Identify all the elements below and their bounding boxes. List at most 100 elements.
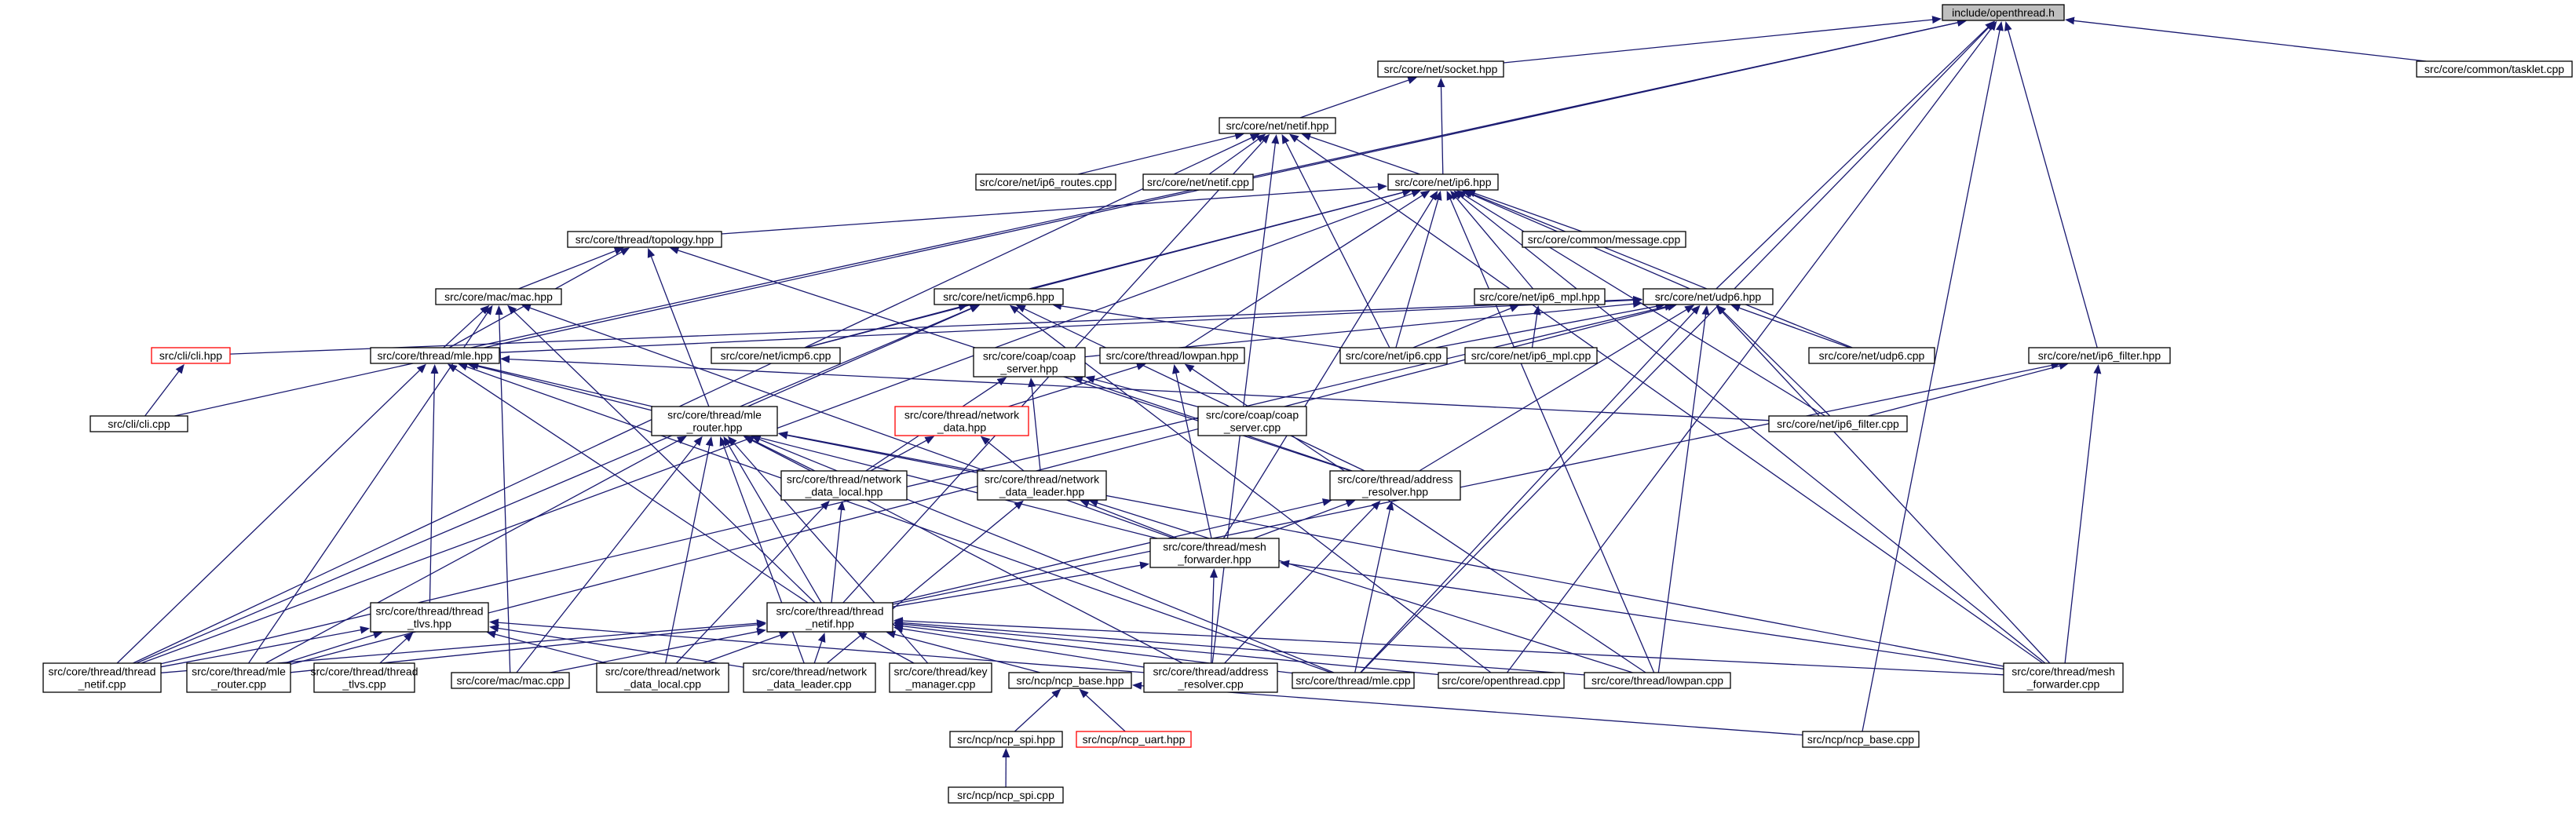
edge-mesh_forwarder_cpp-to-ip6_filter_hpp (2064, 363, 2102, 664)
node-coap-server-hpp[interactable]: src/core/coap/coap_server.hpp (973, 347, 1086, 378)
node-cli-hpp[interactable]: src/cli/cli.hpp (151, 347, 231, 364)
edge-ncp_base_cpp-to-openthread_h (1862, 21, 2004, 732)
node-label: src/core/thread/thread (311, 666, 418, 678)
node-netif-cpp[interactable]: src/core/net/netif.cpp (1142, 173, 1254, 191)
node-cli-cpp[interactable]: src/cli/cli.cpp (90, 415, 188, 432)
node-udp6-hpp[interactable]: src/core/net/udp6.hpp (1642, 288, 1774, 305)
node-address-resolver-hpp[interactable]: src/core/thread/address_resolver.hpp (1329, 470, 1461, 501)
node-key-manager-cpp[interactable]: src/core/thread/key_manager.cpp (889, 662, 992, 693)
node-mac-cpp[interactable]: src/core/mac/mac.cpp (451, 672, 570, 689)
edge-address_resolver_cpp-to-thread_tlvs_hpp (489, 618, 1145, 673)
node-thread-tlvs-hpp[interactable]: src/core/thread/thread_tlvs.hpp (370, 602, 489, 633)
node-topology-hpp[interactable]: src/core/thread/topology.hpp (567, 231, 722, 248)
edge-address_resolver_cpp-to-address_resolver_hpp (1224, 500, 1381, 664)
edge-cli_cpp-to-cli_hpp (144, 363, 185, 417)
node-label: src/core/thread/mle.cpp (1295, 674, 1410, 687)
node-network-data-local-hpp[interactable]: src/core/thread/network_data_local.hpp (780, 470, 908, 501)
node-network-data-local-cpp[interactable]: src/core/thread/network_data_local.cpp (596, 662, 729, 693)
edge-thread_netif_hpp-to-mle_hpp (447, 363, 809, 604)
node-box (934, 288, 1064, 305)
edge-mesh_forwarder_cpp-to-udp6_hpp (1716, 305, 2051, 664)
node-ip6-cpp[interactable]: src/core/net/ip6.cpp (1339, 347, 1448, 364)
node-thread-netif-cpp[interactable]: src/core/thread/thread_netif.cpp (42, 662, 162, 693)
node-tasklet-cpp[interactable]: src/core/common/tasklet.cpp (2416, 60, 2573, 78)
node-address-resolver-cpp[interactable]: src/core/thread/address_resolver.cpp (1143, 662, 1278, 693)
node-label: src/core/net/ip6.cpp (1346, 349, 1441, 362)
node-icmp6-cpp[interactable]: src/core/net/icmp6.cpp (711, 347, 841, 364)
node-ip6-mpl-hpp[interactable]: src/core/net/ip6_mpl.hpp (1474, 288, 1606, 305)
edge-icmp6_cpp-to-icmp6_hpp (805, 303, 969, 348)
node-box (370, 347, 500, 364)
node-ip6-routes-cpp[interactable]: src/core/net/ip6_routes.cpp (975, 173, 1116, 191)
node-message-cpp[interactable]: src/core/common/message.cpp (1522, 231, 1686, 248)
node-label: include/openthread.h (1952, 6, 2055, 19)
node-box (975, 173, 1116, 191)
node-box (451, 672, 570, 689)
node-udp6-cpp[interactable]: src/core/net/udp6.cpp (1808, 347, 1935, 364)
node-thread-netif-hpp[interactable]: src/core/thread/thread_netif.hpp (766, 602, 893, 633)
node-label: src/core/thread/mle.hpp (377, 349, 492, 362)
edge-openthread_cpp-to-icmp6_hpp (1009, 305, 1492, 673)
node-mle-router-cpp[interactable]: src/core/thread/mle_router.cpp (186, 662, 291, 693)
node-ip6-hpp[interactable]: src/core/net/ip6.hpp (1387, 173, 1499, 191)
node-ip6-filter-hpp[interactable]: src/core/net/ip6_filter.hpp (2028, 347, 2171, 364)
edge-ip6_cpp-to-icmp6_hpp (1052, 302, 1341, 348)
node-ip6-mpl-cpp[interactable]: src/core/net/ip6_mpl.cpp (1464, 347, 1598, 364)
edge-thread_tlvs_cpp-to-thread_tlvs_hpp (379, 632, 414, 664)
edge-mesh_forwarder_hpp-to-address_resolver_hpp (1253, 499, 1356, 539)
node-mle-hpp[interactable]: src/core/thread/mle.hpp (370, 347, 500, 364)
node-ncp-spi-cpp[interactable]: src/ncp/ncp_spi.cpp (948, 786, 1064, 804)
edge-ip6_filter_hpp-to-openthread_h (2004, 21, 2098, 348)
edge-mesh_forwarder_cpp-to-thread_netif_hpp (893, 617, 2004, 676)
node-box (711, 347, 841, 364)
node-mesh-forwarder-cpp[interactable]: src/core/thread/mesh_forwarder.cpp (2003, 662, 2124, 693)
node-icmp6-hpp[interactable]: src/core/net/icmp6.hpp (934, 288, 1064, 305)
node-openthread-cpp[interactable]: src/core/openthread.cpp (1438, 672, 1565, 689)
edge-mle_router_hpp-to-topology_hpp (647, 247, 710, 407)
edge-udp6_cpp-to-udp6_hpp (1730, 304, 1851, 348)
node-mle-router-hpp[interactable]: src/core/thread/mle_router.hpp (651, 406, 778, 436)
node-ncp-spi-hpp[interactable]: src/ncp/ncp_spi.hpp (949, 731, 1063, 748)
edge-thread_tlvs_hpp-to-mle_hpp (429, 364, 439, 604)
node-lowpan-cpp[interactable]: src/core/thread/lowpan.cpp (1584, 672, 1731, 689)
node-network-data-leader-cpp[interactable]: src/core/thread/network_data_leader.cpp (743, 662, 876, 693)
edge-ncp_base_cpp-to-ncp_base_hpp (1132, 681, 1803, 736)
node-label: _router.hpp (686, 421, 743, 434)
edge-netif_cpp-to-netif_hpp (1208, 133, 1266, 175)
node-netif-hpp[interactable]: src/core/net/netif.hpp (1219, 117, 1336, 134)
edge-network_data_local_hpp-to-network_data_hpp (870, 436, 935, 472)
node-ncp-uart-hpp[interactable]: src/ncp/ncp_uart.hpp (1076, 731, 1192, 748)
edge-udp6_hpp-to-openthread_h (1716, 20, 1995, 290)
edge-lowpan_cpp-to-udp6_hpp (1657, 305, 1710, 673)
node-socket-hpp[interactable]: src/core/net/socket.hpp (1377, 60, 1504, 78)
edge-mle_cpp-to-mle_hpp (458, 363, 1332, 673)
node-thread-tlvs-cpp[interactable]: src/core/thread/thread_tlvs.cpp (311, 662, 418, 693)
edge-mle_router_cpp-to-thread_tlvs_hpp (284, 631, 383, 664)
node-mle-cpp[interactable]: src/core/thread/mle.cpp (1292, 672, 1415, 689)
node-mac-hpp[interactable]: src/core/mac/mac.hpp (435, 288, 562, 305)
node-label: src/core/thread/network (904, 409, 1020, 421)
node-box (313, 662, 415, 693)
node-box (1339, 347, 1448, 364)
node-box (1099, 347, 1245, 364)
node-box (1642, 288, 1774, 305)
node-label: src/core/net/netif.hpp (1226, 119, 1329, 132)
edge-network_data_local_hpp-to-mle_router_hpp (744, 436, 816, 472)
node-box (1377, 60, 1504, 78)
node-box (894, 406, 1029, 436)
node-box (1197, 406, 1307, 436)
node-coap-server-cpp[interactable]: src/core/coap/coap_server.cpp (1197, 406, 1307, 436)
node-label: src/core/thread/topology.hpp (575, 233, 714, 246)
node-ip6-filter-cpp[interactable]: src/core/net/ip6_filter.cpp (1768, 415, 1908, 432)
edge-network_data_leader_hpp-to-coap_server_hpp (1028, 377, 1041, 472)
edge-ip6_hpp-to-socket_hpp (1437, 78, 1445, 175)
node-ncp-base-cpp[interactable]: src/ncp/ncp_base.cpp (1802, 731, 1920, 748)
node-ncp-base-hpp[interactable]: src/ncp/ncp_base.hpp (1008, 672, 1132, 689)
node-network-data-hpp[interactable]: src/core/thread/network_data.hpp (894, 406, 1029, 436)
node-label: src/core/mac/mac.hpp (444, 290, 553, 303)
edge-key_manager_cpp-to-thread_netif_hpp (857, 632, 915, 664)
node-mesh-forwarder-hpp[interactable]: src/core/thread/mesh_forwarder.hpp (1149, 538, 1280, 568)
node-network-data-leader-hpp[interactable]: src/core/thread/network_data_leader.hpp (977, 470, 1107, 501)
node-label: src/core/thread/address (1153, 666, 1268, 678)
node-lowpan-hpp[interactable]: src/core/thread/lowpan.hpp (1099, 347, 1245, 364)
